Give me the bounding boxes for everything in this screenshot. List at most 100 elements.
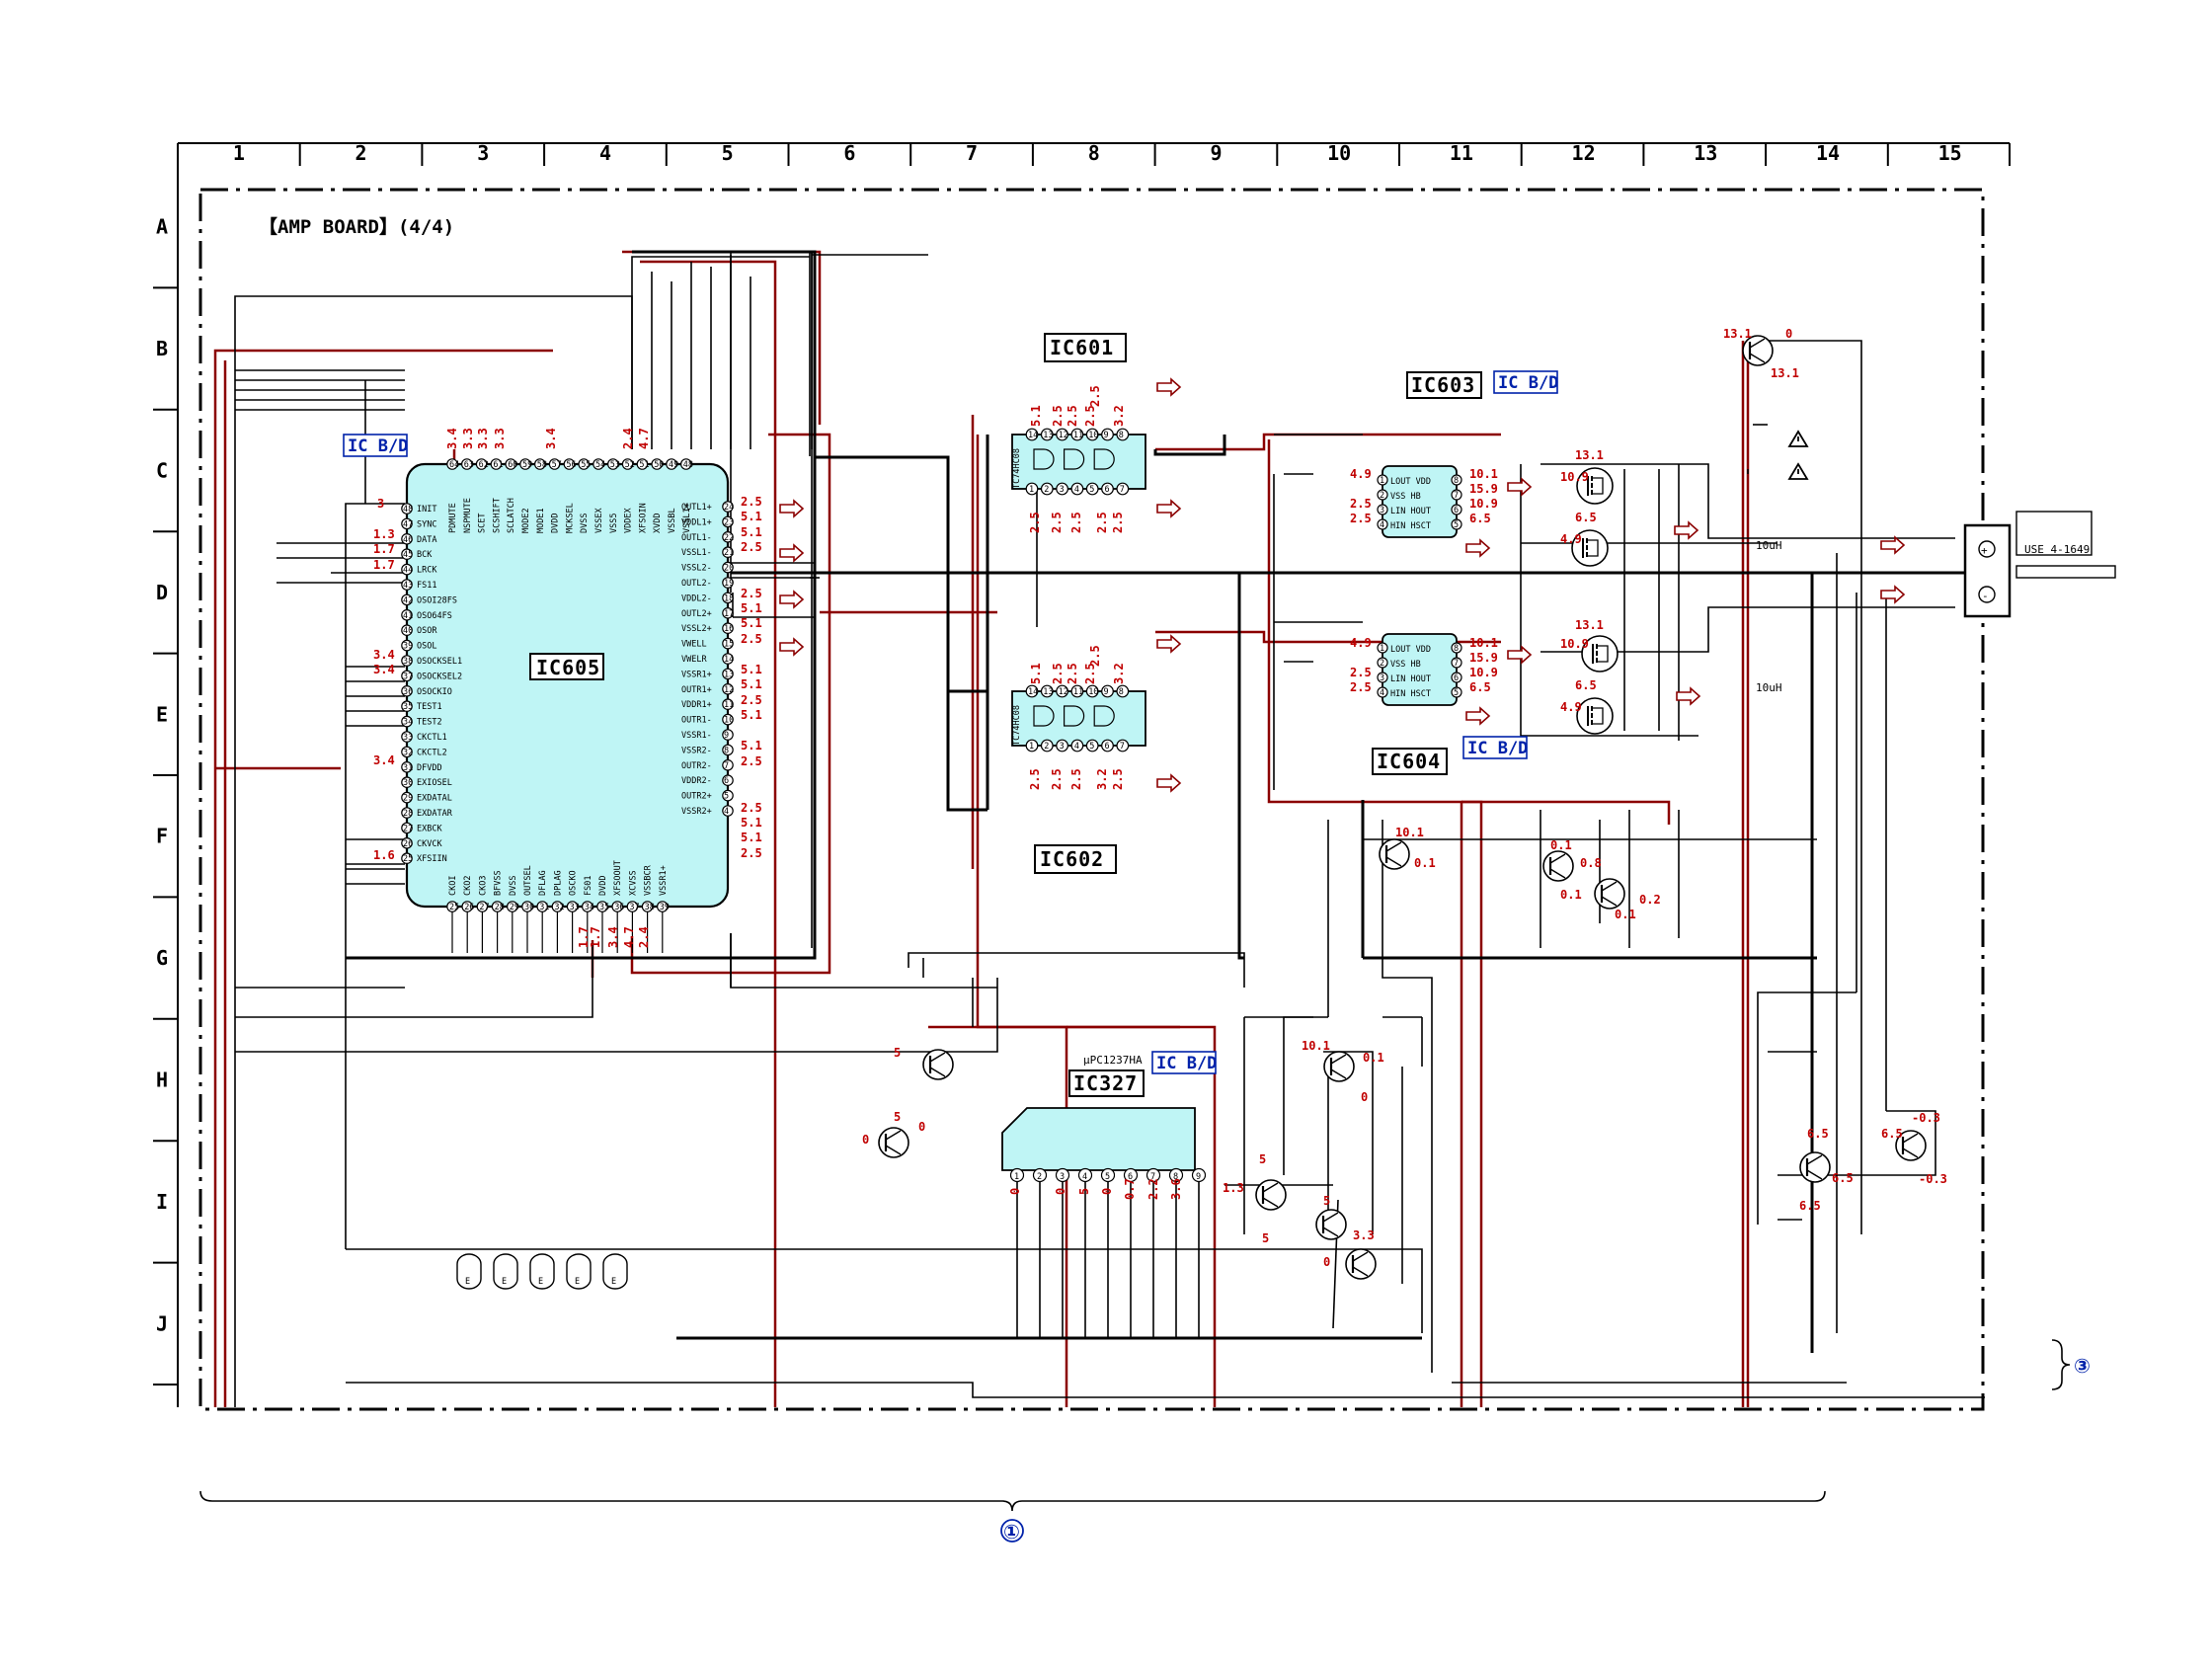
signal-arrow — [1465, 706, 1491, 726]
ic602-ref: IC602 — [1040, 847, 1104, 871]
ic605-top-pin-label: DVDD — [551, 514, 561, 533]
signal-arrow — [1674, 520, 1699, 540]
mosfet — [1571, 529, 1609, 567]
voltage-label: 0 — [1361, 1090, 1368, 1104]
ic605-pin-num: 22 — [724, 533, 734, 543]
voltage-label: 5 — [1323, 1194, 1330, 1208]
ic605-pin-num: 15 — [724, 640, 734, 650]
ic605-top-pin-label: DVSS — [580, 514, 590, 533]
hb-pin-num: 4 — [1380, 688, 1384, 698]
signal-arrows — [779, 377, 1906, 793]
transistor — [878, 1127, 909, 1158]
transistor — [1323, 1051, 1355, 1082]
gate-pin-num: 4 — [1074, 742, 1079, 752]
voltage-label: 2.5 — [1050, 768, 1064, 790]
ic604-tag: IC B/D — [1467, 739, 1528, 758]
ic327-pin-num: 2 — [1037, 1172, 1042, 1182]
voltage-label: 0.7 — [1123, 1178, 1137, 1200]
gate-pin-num: 10 — [1088, 687, 1098, 697]
ic605-pin-num: 47 — [403, 519, 413, 529]
voltage-label: 6.5 — [1881, 1127, 1903, 1141]
ic605-pin-num: 39 — [660, 903, 670, 912]
voltage-label: 2.5 — [741, 540, 762, 554]
ic605-right-pin-label: VWELR — [681, 655, 707, 665]
voltage-label: 1.7 — [589, 926, 602, 948]
voltage-label: 5.1 — [741, 831, 762, 844]
ic605-bottom-pin-label: DVSS — [509, 876, 518, 896]
hb-pin-num: 8 — [1454, 476, 1459, 486]
gate-pin-num: 14 — [1028, 687, 1038, 697]
ic605-right-pin-label: VSSL2+ — [681, 624, 712, 634]
ic605-pin-num: 43 — [403, 581, 413, 591]
ic327-pin-num: 1 — [1014, 1172, 1019, 1182]
ic605-pin-num: 37 — [403, 672, 413, 681]
row-label-A: A — [156, 215, 168, 239]
voltage-label: 3.3 — [493, 428, 507, 449]
voltage-label: 10.9 — [1560, 637, 1589, 651]
ic605-left-pin-label: XFSIIN — [417, 854, 447, 864]
hb-pin-num: 1 — [1380, 644, 1384, 654]
ic601-ref: IC601 — [1050, 336, 1114, 359]
voltage-label: 5 — [894, 1046, 901, 1060]
gate-pin-num: 12 — [1059, 431, 1068, 440]
gate-pin-num: 9 — [1104, 431, 1109, 440]
ic605-right-pin-label: VSSR2- — [681, 746, 712, 755]
voltage-label: 3 — [377, 497, 384, 511]
ic605-pin-num: 26 — [464, 903, 474, 912]
ic605-pin-num: 11 — [724, 700, 734, 710]
voltage-label: 13.1 — [1723, 327, 1752, 341]
voltage-label: 10.9 — [1560, 470, 1589, 484]
column-label-7: 7 — [966, 141, 978, 165]
ic605-pin-num: 52 — [625, 460, 635, 470]
ic605-right-pin-label: OUTL1+ — [681, 503, 712, 513]
voltage-label: 1.3 — [373, 527, 395, 541]
ic605-left-pin-label: EXDATAL — [417, 794, 452, 804]
hb-pin-num: 6 — [1454, 506, 1459, 515]
mosfet — [1576, 697, 1614, 735]
ic605-pin-num: 55 — [581, 460, 591, 470]
mosfet — [1576, 467, 1614, 505]
voltage-label: 0 — [1054, 1188, 1067, 1195]
svg-text:①: ① — [1003, 1520, 1020, 1544]
ic327-part: μPC1237HA — [1083, 1054, 1143, 1067]
ic605-pin-num: 40 — [403, 626, 413, 636]
ic605-right-pin-label: OUTR1+ — [681, 685, 712, 695]
gate-pin-num: 13 — [1043, 431, 1053, 440]
gate-pin-num: 11 — [1073, 687, 1083, 697]
column-label-5: 5 — [722, 141, 734, 165]
voltage-label: 2.5 — [1111, 512, 1125, 533]
inductor-label-2: 10uH — [1756, 681, 1782, 694]
ic605-right-pin-label: VDDL1+ — [681, 517, 712, 527]
row-label-C: C — [156, 459, 168, 483]
board-title: 【AMP BOARD】(4/4) — [259, 215, 454, 238]
ic605-pin-num: 57 — [552, 460, 562, 470]
connector-label: USE 4-1649 — [2024, 543, 2090, 556]
voltage-label: 2.5 — [1350, 666, 1372, 679]
ic605-bottom-pin-label: DVDD — [598, 876, 608, 896]
svg-text:-: - — [1982, 590, 1989, 602]
voltage-label: 2.5 — [741, 846, 762, 860]
column-label-1: 1 — [233, 141, 245, 165]
voltage-label: 3.4 — [373, 648, 395, 662]
ic605-right-pin-label: VDDL2- — [681, 594, 712, 603]
voltage-label: 0.2 — [1639, 893, 1661, 907]
test-point-label: E — [575, 1277, 580, 1287]
ic605-right-pin-label: OUTR2+ — [681, 792, 712, 802]
voltage-label: 3.2 — [1112, 663, 1126, 684]
row-label-D: D — [156, 581, 168, 604]
ic605-bottom-pin-label: XFSOOUT — [613, 860, 623, 896]
voltage-label: 2.5 — [1066, 663, 1079, 684]
ic605-pin-num: 51 — [639, 460, 649, 470]
ic605-left-pin-label: CKCTL1 — [417, 733, 447, 743]
hb-pin-label: HIN HSCT — [1390, 689, 1431, 699]
voltage-label: 3.2 — [1112, 405, 1126, 427]
ic605-tag: IC B/D — [343, 434, 408, 457]
ic605-left-pin-label: DFVDD — [417, 763, 442, 773]
voltage-label: 2.5 — [741, 632, 762, 646]
hb-pin-num: 2 — [1380, 491, 1384, 501]
ic605-left-pin-label: TEST2 — [417, 718, 442, 728]
gate-pin-num: 4 — [1074, 485, 1079, 495]
